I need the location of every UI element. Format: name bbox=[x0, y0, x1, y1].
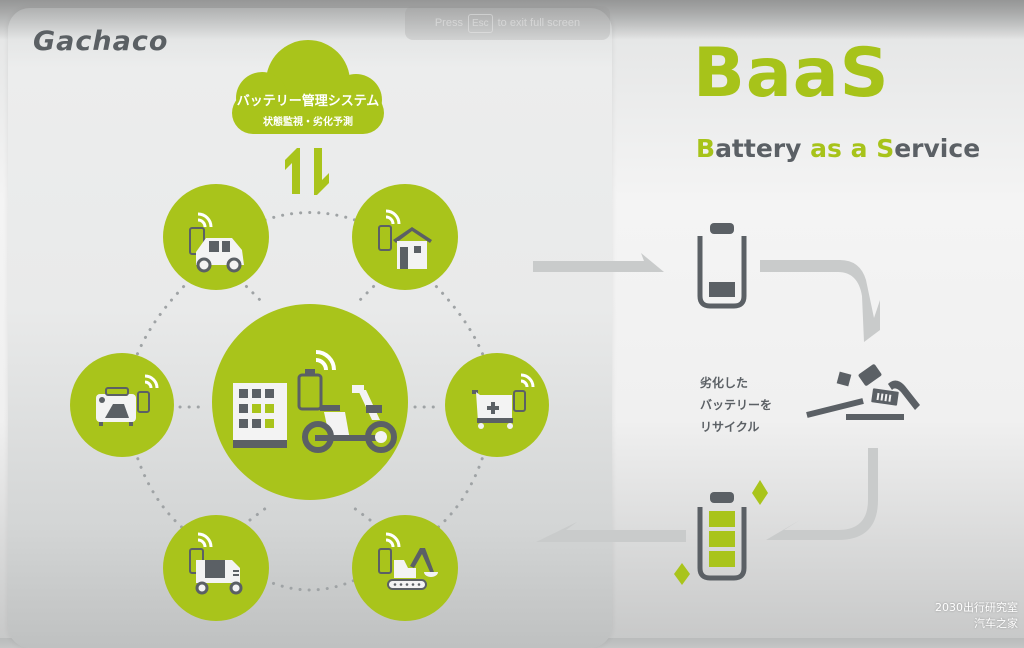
fullscreen-shade bbox=[0, 0, 1024, 40]
baas-sub-part: B bbox=[696, 134, 716, 163]
baas-sub-part bbox=[867, 134, 876, 163]
node-camper bbox=[70, 353, 174, 457]
baas-sub-part: ervice bbox=[894, 134, 981, 163]
cloud-label: バッテリー管理システム 状態監視・劣化予測 bbox=[228, 90, 388, 128]
arrow-bottom-right bbox=[766, 448, 878, 540]
flow-arrows bbox=[533, 253, 880, 542]
battery-low-icon bbox=[697, 223, 747, 309]
sparkle-icon bbox=[674, 480, 768, 585]
node-house bbox=[352, 184, 458, 290]
node-delivery-cart bbox=[163, 515, 269, 621]
recycle-label: 劣化した バッテリーを リサイクル bbox=[700, 372, 772, 438]
cloud-subtitle: 状態監視・劣化予測 bbox=[263, 117, 353, 128]
sync-arrows-icon bbox=[285, 148, 329, 195]
recycle-line: リサイクル bbox=[700, 420, 760, 434]
baas-sub-part: S bbox=[876, 134, 895, 163]
baas-sub-part bbox=[842, 134, 851, 163]
watermark: 2030出行研究室 汽车之家 bbox=[935, 600, 1018, 632]
baas-title: BaaS bbox=[693, 34, 890, 113]
dotted-network bbox=[133, 211, 487, 592]
fullscreen-hint: Press Esc to exit full screen bbox=[405, 6, 610, 40]
baas-sub-part: attery bbox=[715, 134, 811, 163]
watermark-line1: 2030出行研究室 bbox=[935, 601, 1018, 614]
battery-cells-icon bbox=[876, 392, 892, 402]
baas-subtitle: Battery as a Service bbox=[696, 134, 980, 163]
esc-key-badge[interactable]: Esc bbox=[467, 13, 493, 33]
fullscreen-hint-press: Press bbox=[434, 17, 463, 29]
recycle-line: 劣化した bbox=[700, 376, 749, 390]
arrow-out-bottom bbox=[536, 522, 686, 542]
hub-center bbox=[212, 304, 408, 500]
cloud-shape bbox=[232, 40, 384, 134]
node-excavator bbox=[352, 515, 458, 621]
gachaco-logo: Gachaco bbox=[33, 26, 169, 57]
fullscreen-hint-text: to exit full screen bbox=[497, 17, 581, 29]
baas-sub-part: as bbox=[810, 134, 842, 163]
arrow-top-right bbox=[760, 260, 880, 342]
node-car bbox=[163, 184, 269, 290]
watermark-line2: 汽车之家 bbox=[974, 617, 1018, 630]
recycle-line: バッテリーを bbox=[700, 398, 773, 412]
battery-full-icon bbox=[697, 492, 747, 581]
recycled-parts-icon bbox=[806, 364, 920, 420]
node-medical-cart bbox=[445, 353, 549, 457]
cloud-title: バッテリー管理システム bbox=[236, 94, 380, 109]
baas-sub-part: a bbox=[850, 134, 868, 163]
arrow-in-top bbox=[533, 253, 664, 272]
